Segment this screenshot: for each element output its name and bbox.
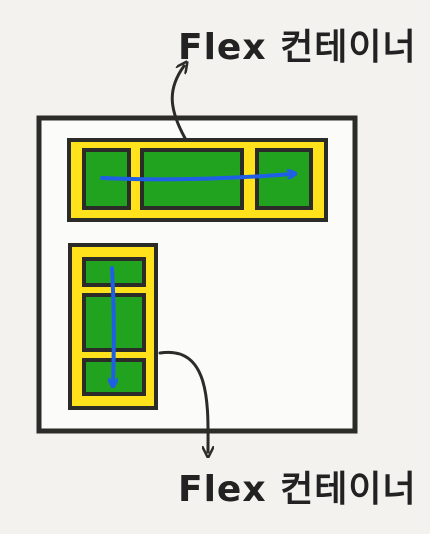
column-flex-container [68, 243, 158, 410]
row-flex-container [67, 138, 328, 222]
row-direction-arrow [100, 174, 292, 182]
column-direction-arrow [112, 266, 114, 383]
bottom-flex-container-label: Flex 컨테이너 [178, 469, 417, 510]
top-flex-container-label: Flex 컨테이너 [178, 27, 417, 68]
top-callout-arrow [170, 66, 186, 142]
row-flex-item-3 [255, 148, 313, 210]
bottom-callout-arrow [158, 350, 208, 452]
